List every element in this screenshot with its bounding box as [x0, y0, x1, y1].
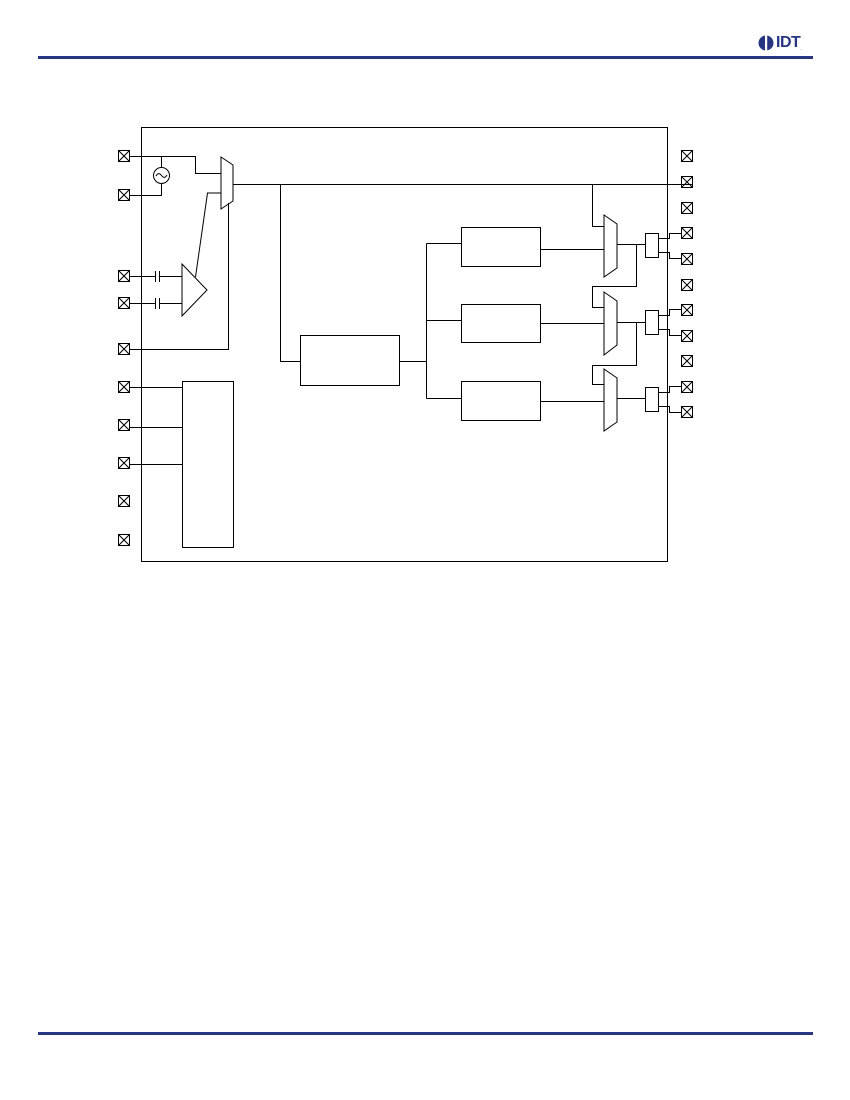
pin-right-4 — [681, 227, 693, 239]
input-mux — [220, 156, 234, 210]
pin-left-1 — [118, 150, 130, 162]
pll-block — [300, 335, 400, 386]
output-mux-1 — [603, 214, 618, 278]
left-pins — [118, 150, 130, 546]
oscillator-icon — [153, 167, 170, 184]
pin-left-9 — [118, 495, 130, 507]
pin-right-2 — [681, 176, 693, 188]
pin-left-3 — [118, 270, 130, 282]
pin-right-3 — [681, 202, 693, 214]
right-pins — [681, 150, 693, 418]
input-select-line — [129, 203, 229, 350]
pin-right-7 — [681, 304, 693, 316]
pin-right-10 — [681, 381, 693, 393]
divider-block-2 — [461, 304, 541, 343]
pll-feed — [280, 184, 301, 362]
bypass-1 — [592, 184, 604, 227]
divider-block-3 — [461, 381, 541, 421]
pin-right-11 — [681, 406, 693, 418]
bypass-2 — [592, 244, 637, 308]
logo-text: IDT — [776, 34, 801, 51]
crystal-oscillator — [129, 156, 221, 196]
header-rule — [38, 56, 813, 59]
pin-left-2 — [118, 189, 130, 201]
pin-right-8 — [681, 330, 693, 342]
pin-right-1 — [681, 150, 693, 162]
pin-right-9 — [681, 355, 693, 367]
pin-right-6 — [681, 279, 693, 291]
pin-left-8 — [118, 457, 130, 469]
logo-mark-icon — [758, 35, 774, 51]
pin-left-5 — [118, 343, 130, 355]
output-buffer-3 — [617, 386, 682, 413]
footer-rule — [38, 1032, 813, 1035]
output-mux-3 — [603, 368, 618, 432]
pin-left-7 — [118, 419, 130, 431]
logo-trademark: . — [800, 46, 802, 52]
pin-right-5 — [681, 253, 693, 265]
divider-block-1 — [461, 227, 541, 267]
diff-input-buffer — [129, 192, 221, 318]
output-buffer-1 — [617, 233, 682, 259]
output-mux-2 — [603, 291, 618, 357]
brand-logo: IDT . — [758, 33, 802, 53]
bypass-3 — [592, 322, 637, 385]
control-logic-block — [182, 381, 234, 548]
chip-boundary — [141, 127, 668, 562]
pin-left-4 — [118, 297, 130, 309]
output-buffer-2 — [617, 309, 682, 336]
pin-left-6 — [118, 381, 130, 393]
pin-left-10 — [118, 534, 130, 546]
